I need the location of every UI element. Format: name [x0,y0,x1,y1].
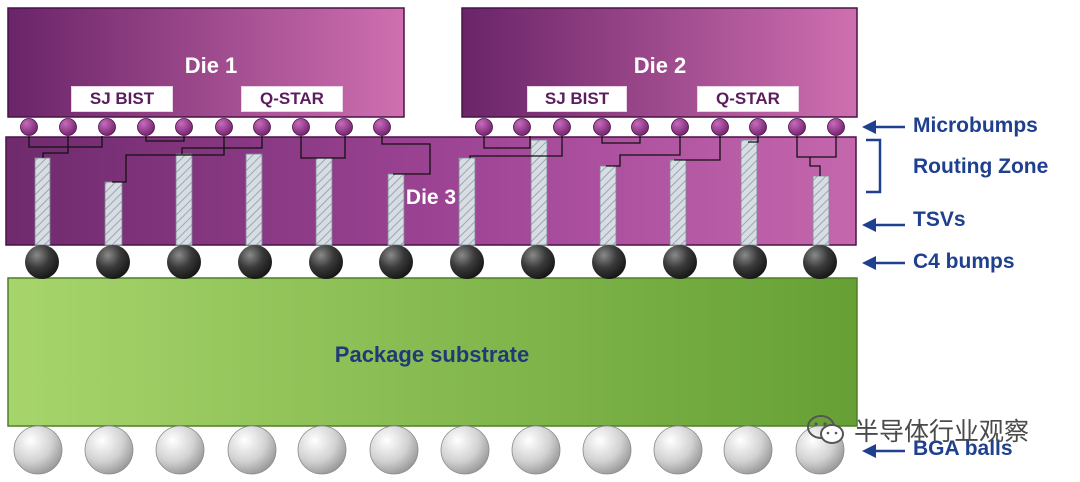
tsv [669,159,687,246]
microbump [593,118,611,136]
bga-balls-label: BGA balls [913,437,1013,460]
c4-bump [450,245,484,279]
die-3-title: Die 3 [405,186,457,209]
c4-bump [96,245,130,279]
die-1-q-star-block: Q-STAR [241,86,343,112]
microbump [335,118,353,136]
microbump [59,118,77,136]
bga-ball [297,425,347,475]
tsv [458,157,476,246]
watermark: 半导体行业观察 [806,412,1029,448]
microbump [671,118,689,136]
bga-ball [369,425,419,475]
bga-ball [155,425,205,475]
route-trace [809,157,821,176]
bracket-icon [866,138,882,194]
bga-ball [511,425,561,475]
routing-lines [28,136,837,183]
wechat-icon [807,415,844,444]
route-trace [112,136,225,183]
microbump [711,118,729,136]
microbump [175,118,193,136]
microbumps-label: Microbumps [913,114,1038,137]
microbump [137,118,155,136]
tsv [34,157,51,246]
bga-ball [582,425,632,475]
microbump [215,118,233,136]
microbump [631,118,649,136]
routing-zone-label: Routing Zone [913,155,1049,178]
route-trace [606,136,681,167]
c4-bump [592,245,626,279]
microbump [20,118,38,136]
route-trace [796,136,837,158]
callout-arrows [862,120,905,458]
c4-bump [733,245,767,279]
microbump [373,118,391,136]
c4-bump-row [25,245,837,279]
bga-ball [653,425,703,475]
die-2-sj-bist-block: SJ BIST [527,86,627,112]
tsv [530,139,548,246]
bga-ball-row [13,425,845,475]
route-trace [42,136,69,158]
bga-ball [227,425,277,475]
package-substrate [7,277,858,427]
tsv [245,153,263,246]
c4-bump [238,245,272,279]
c4-bump [309,245,343,279]
tsv [740,139,758,246]
microbump [788,118,806,136]
route-trace [674,136,721,161]
microbump [475,118,493,136]
c4-bump [25,245,59,279]
route-trace [145,136,185,142]
route-trace [28,136,103,148]
route-trace [300,136,346,159]
c4-bump [663,245,697,279]
watermark-text: 半导体行业观察 [854,418,1030,446]
substrate-label: Package substrate [334,342,530,367]
die-2-q-star-block: Q-STAR [697,86,799,112]
c4-bump [167,245,201,279]
microbump [553,118,571,136]
tsvs-label: TSVs [913,208,966,231]
tsv [104,181,123,246]
arrow-left-icon [862,120,905,134]
route-trace [601,136,641,144]
arrow-left-icon [862,256,905,270]
tsv [175,153,193,246]
tsv [812,175,830,246]
route-trace [181,136,263,154]
arrow-left-icon [862,218,905,232]
tsv [599,165,617,246]
bga-ball [84,425,134,475]
microbump [292,118,310,136]
die-1-sj-bist-block: SJ BIST [71,86,173,112]
route-trace [748,136,759,143]
bga-ball [440,425,490,475]
microbump [513,118,531,136]
c4-bump [379,245,413,279]
die-2-title: Die 2 [633,53,687,78]
microbump [749,118,767,136]
arrow-left-icon [862,444,905,458]
route-trace [483,136,531,149]
microbump [827,118,845,136]
route-trace [381,136,431,175]
microbump-row [20,118,845,136]
route-trace [469,136,563,158]
die-1-title: Die 1 [184,53,238,78]
bga-ball [13,425,63,475]
bga-ball [723,425,773,475]
c4-bumps-label: C4 bumps [913,250,1015,273]
microbump [98,118,116,136]
microbump [253,118,271,136]
tsv [387,173,405,246]
c4-bump [803,245,837,279]
tsv [315,157,333,246]
c4-bump [521,245,555,279]
